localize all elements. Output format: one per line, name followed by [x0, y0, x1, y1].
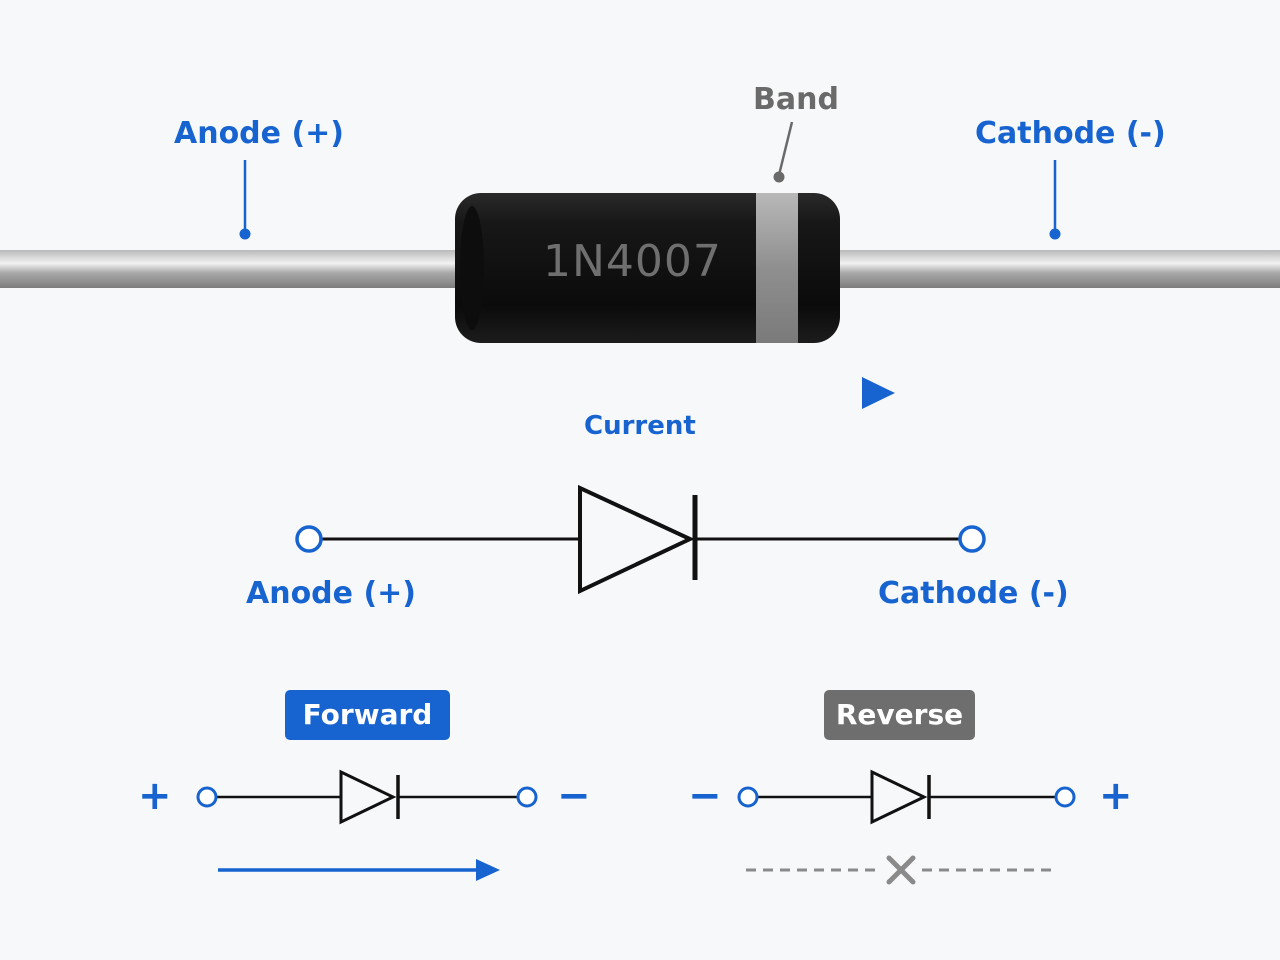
- symbol-triangle: [578, 484, 695, 595]
- anode-label: Anode (+): [174, 116, 345, 151]
- current-label: Current: [584, 411, 696, 441]
- reverse-badge: Reverse: [824, 690, 975, 740]
- reverse-left-terminal: [737, 786, 759, 808]
- reverse-right-sign: +: [1099, 773, 1133, 819]
- cathode-callout-dot: [1049, 228, 1061, 240]
- current-arrow-head: [862, 377, 895, 409]
- diode-body: [455, 193, 840, 343]
- band-callout-dot: [773, 171, 785, 183]
- anode-lead: [0, 250, 470, 288]
- anode-callout-dot: [239, 228, 251, 240]
- reverse-right-terminal: [1054, 786, 1076, 808]
- forward-current-arrow-head: [476, 859, 500, 881]
- cathode-lead: [820, 250, 1280, 288]
- band-callout-line: [777, 121, 794, 176]
- reverse-left-sign: −: [688, 773, 722, 819]
- forward-right-terminal: [516, 786, 538, 808]
- cathode-band: [756, 193, 798, 343]
- symbol-anode-terminal: [295, 525, 323, 553]
- forward-left-sign: +: [138, 773, 172, 819]
- symbol-anode-label: Anode (+): [246, 576, 417, 611]
- symbol-cathode-label: Cathode (-): [878, 576, 1069, 611]
- forward-left-terminal: [196, 786, 218, 808]
- forward-right-sign: −: [557, 773, 591, 819]
- cathode-label: Cathode (-): [975, 116, 1166, 151]
- symbol-cathode-terminal: [958, 525, 986, 553]
- part-number: 1N4007: [543, 236, 722, 287]
- blocked-x-icon: [886, 855, 916, 885]
- band-label: Band: [753, 82, 839, 117]
- forward-diode-triangle: [339, 769, 397, 825]
- body-end-cap: [460, 206, 484, 330]
- forward-badge: Forward: [285, 690, 450, 740]
- reverse-diode-triangle: [870, 769, 928, 825]
